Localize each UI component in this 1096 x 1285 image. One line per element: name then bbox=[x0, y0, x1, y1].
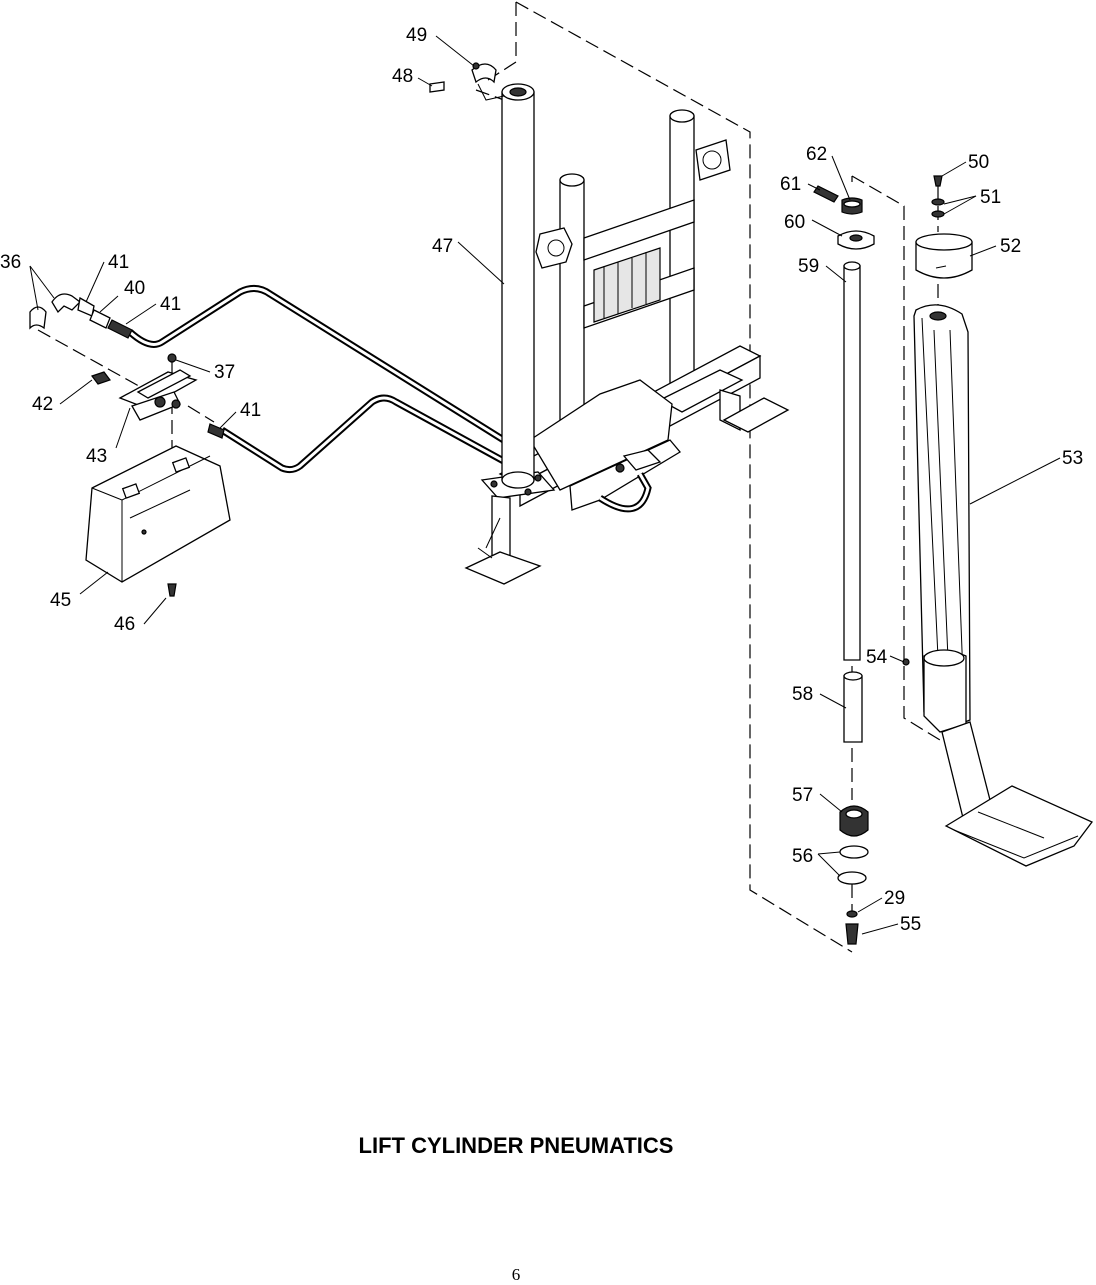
pedal-arm-assembly bbox=[902, 175, 1094, 867]
callout-46: 46 bbox=[114, 614, 135, 635]
callout-55: 55 bbox=[900, 914, 921, 935]
callout-51: 51 bbox=[980, 187, 1001, 208]
callout-29: 29 bbox=[884, 888, 905, 909]
callout-43: 43 bbox=[86, 446, 107, 467]
callout-45: 45 bbox=[50, 590, 71, 611]
lift-cylinder-47 bbox=[429, 62, 535, 489]
valve-assembly-43 bbox=[91, 353, 225, 439]
valve-cover-45 bbox=[85, 445, 231, 597]
callout-36: 36 bbox=[0, 252, 21, 273]
diagram-title: LIFT CYLINDER PNEUMATICS bbox=[358, 1133, 674, 1158]
callout-53: 53 bbox=[1062, 448, 1083, 469]
callout-50: 50 bbox=[968, 152, 989, 173]
callout-52: 52 bbox=[1000, 236, 1021, 257]
page-number: 6 bbox=[511, 1265, 521, 1284]
callout-49: 49 bbox=[406, 25, 427, 46]
callout-48: 48 bbox=[392, 66, 413, 87]
callout-59: 59 bbox=[798, 256, 819, 277]
lift-frame bbox=[464, 109, 790, 585]
callout-40: 40 bbox=[124, 278, 145, 299]
callout-54: 54 bbox=[866, 647, 888, 668]
callout-62: 62 bbox=[806, 144, 827, 165]
callout-57: 57 bbox=[792, 785, 813, 806]
callout-41-low: 41 bbox=[240, 400, 261, 421]
fittings-group bbox=[29, 293, 133, 339]
callout-42: 42 bbox=[32, 394, 53, 415]
callout-47: 47 bbox=[432, 236, 453, 257]
air-hose bbox=[127, 285, 652, 513]
callout-41-top: 41 bbox=[108, 252, 129, 273]
callout-37: 37 bbox=[214, 362, 235, 383]
callout-labels: 49 48 47 36 41 40 41 37 42 41 43 45 46 6… bbox=[0, 25, 1083, 935]
callout-41-mid: 41 bbox=[160, 294, 181, 315]
callout-60: 60 bbox=[784, 212, 805, 233]
callout-58: 58 bbox=[792, 684, 813, 705]
leader-lines bbox=[29, 35, 1061, 935]
callout-61: 61 bbox=[780, 174, 801, 195]
callout-56: 56 bbox=[792, 846, 813, 867]
piston-rod-parts bbox=[813, 185, 875, 945]
